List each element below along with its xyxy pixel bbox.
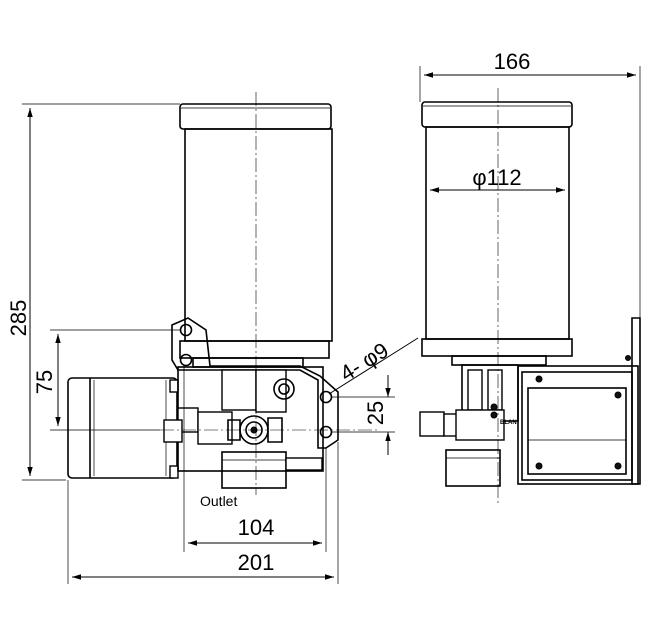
side-reservoir-body — [425, 126, 570, 340]
motor-body — [67, 377, 178, 479]
dim-diameter: φ112 — [472, 165, 521, 190]
dim-width-total: 201 — [238, 550, 275, 575]
dim-height-total: 285 — [6, 300, 31, 337]
outlet-label: Outlet — [200, 493, 237, 509]
brand-label: BLAN — [500, 420, 517, 426]
side-view: BLAN — [419, 88, 641, 505]
front-view — [67, 92, 380, 495]
reservoir-body — [184, 128, 333, 342]
control-box — [521, 371, 633, 481]
reservoir-flange — [179, 340, 330, 359]
dim-holes: 4- φ9 — [335, 337, 393, 386]
control-box-bracket — [517, 365, 639, 485]
dim-height-mount: 75 — [32, 370, 57, 394]
dim-width-mount: 104 — [238, 515, 275, 540]
dim-hole-spacing: 25 — [363, 401, 388, 425]
mounting-bracket — [171, 317, 339, 449]
outlet-block — [221, 451, 287, 489]
dim-width-side: 166 — [494, 49, 531, 74]
